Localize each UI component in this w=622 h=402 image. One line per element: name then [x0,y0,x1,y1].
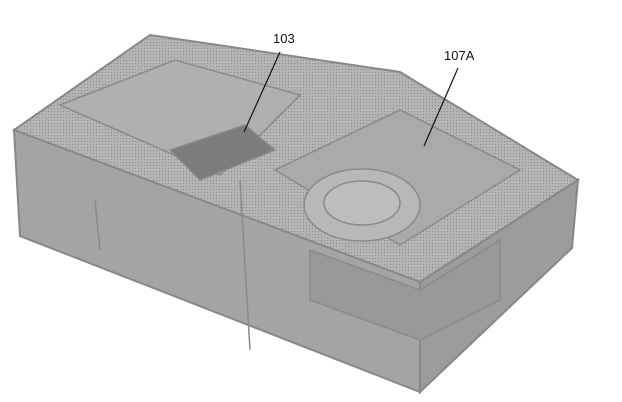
leader-line-107A [423,67,459,147]
reference-label-103: 103 [273,31,295,46]
divider-line [239,179,251,351]
module-107A-base [309,238,501,341]
leader-line-103 [243,51,281,133]
reference-label-107A: 107A [444,48,475,63]
leader-lines [243,51,459,147]
housing [11,33,580,395]
module-103 [168,124,277,181]
speaker-inner [323,180,401,226]
inner-components [58,59,522,351]
divider-line [94,199,101,251]
